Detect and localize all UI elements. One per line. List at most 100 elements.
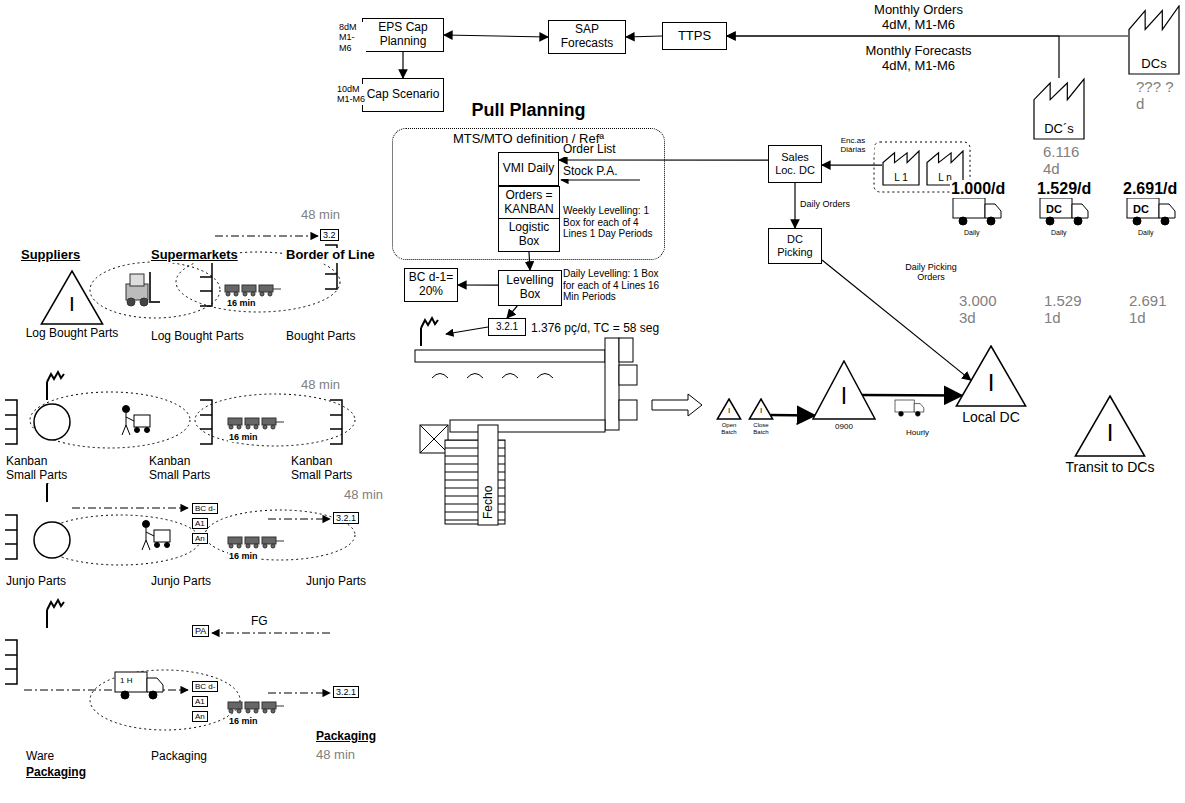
note-label: 16 min	[228, 432, 259, 442]
note-label: 3.000 3d	[958, 292, 1005, 327]
flow-arrow	[822, 165, 882, 166]
note-label: Junjo Parts	[5, 575, 67, 589]
kanban-slot: BC d-	[192, 503, 218, 514]
flow-arrow	[458, 284, 498, 285]
triangle-caption: Close Batch	[746, 422, 776, 436]
process-box: DC Picking	[768, 228, 822, 264]
note-label: Suppliers	[20, 248, 81, 263]
box-label: BC d-1= 20%	[408, 271, 454, 299]
note-label: Packaging	[150, 750, 208, 764]
note-label: 16 min	[226, 298, 257, 308]
note-label: Daily	[1137, 229, 1155, 237]
inventory-triangle: I Open Batch	[714, 398, 744, 434]
note-label: Daily	[963, 229, 981, 237]
note-label: 8dM M1-M6	[338, 22, 366, 53]
box-text-wrap: DC Picking	[769, 233, 821, 258]
factory-shape	[1129, 6, 1179, 74]
inventory-mark: I	[18, 293, 126, 314]
box-label: Levelling Box	[502, 274, 558, 302]
note-label: Monthly Forecasts 4dM, M1-M6	[860, 44, 977, 74]
note-label: Ware	[25, 750, 55, 764]
process-box: Cap Scenario	[362, 78, 444, 112]
edge-label: Daily Orders	[799, 199, 851, 209]
kanban-slot: An	[192, 533, 208, 544]
kanban-slot: 3.2	[320, 229, 339, 241]
inventory-mark: I	[1055, 421, 1165, 445]
process-box: VMI Daily	[498, 152, 559, 186]
note-label: FG	[250, 615, 269, 629]
box-text-wrap: 3.2.1	[493, 321, 521, 333]
factory-icon: DC´s	[1033, 78, 1085, 140]
note-label: Junjo Parts	[150, 575, 212, 589]
note-label: 48 min	[300, 378, 341, 393]
factory-label: DCs	[1128, 57, 1180, 72]
process-box: BC d-1= 20%	[404, 268, 458, 302]
kanban-slot: 3.2.1	[333, 512, 359, 524]
factory-shape	[1034, 79, 1084, 139]
triangle-caption: 0900	[812, 422, 876, 431]
note-label: Packaging	[315, 730, 377, 744]
note-label: 1.529 1d	[1043, 292, 1090, 327]
triangle-shape	[813, 361, 875, 419]
edge-label: Order List	[562, 143, 617, 157]
note-label: Weekly Levelling: 1 Box for each of 4 Li…	[562, 205, 662, 240]
flow-arrow	[794, 183, 795, 228]
inventory-mark: I	[714, 407, 744, 415]
process-box: TTPS	[662, 22, 727, 50]
note-label: Log Bought Parts	[150, 330, 245, 344]
factory-shape	[883, 151, 919, 185]
box-label: Logistic Box	[502, 221, 556, 249]
flow-arrow	[626, 36, 662, 37]
box-text-wrap: TTPS	[675, 29, 714, 44]
kanban-slot: A1	[192, 518, 208, 529]
box-text-wrap: Orders = KANBAN	[499, 189, 559, 217]
inventory-triangle: ILocal DC	[945, 345, 1037, 435]
kanban-slot: A1	[192, 696, 208, 707]
box-label: DC Picking	[772, 233, 818, 258]
box-text-wrap: BC d-1= 20%	[405, 271, 457, 299]
note-label: Packaging	[25, 766, 87, 780]
inventory-mark: I	[945, 371, 1037, 395]
factory-label: DC´s	[1033, 122, 1085, 137]
note-label: Bought Parts	[285, 330, 356, 344]
note-label: Kanban Small Parts	[5, 455, 69, 483]
process-box: EPS Cap Planning	[362, 18, 444, 52]
box-text-wrap: VMI Daily	[500, 162, 557, 176]
kanban-slot: BC d-	[192, 681, 218, 692]
note-label: Junjo Parts	[305, 575, 367, 589]
flow-arrow	[862, 394, 962, 397]
note-label: 2.691 1d	[1128, 292, 1175, 327]
box-label: SAP Forecasts	[552, 23, 622, 51]
box-label: Cap Scenario	[367, 88, 440, 102]
box-label: Orders = KANBAN	[502, 189, 556, 217]
kanban-slot: An	[192, 711, 208, 722]
kanban-slot: 3.2.1	[333, 686, 359, 698]
box-text-wrap: SAP Forecasts	[549, 23, 625, 51]
note-label: 1.529/d	[1036, 180, 1092, 198]
kanban-slot: PA	[192, 625, 209, 637]
triangle-caption: Open Batch	[714, 422, 744, 436]
edge-label: Daily Picking Orders	[900, 262, 962, 283]
box-text-wrap: EPS Cap Planning	[363, 21, 443, 49]
note-label: ??? ?d	[1135, 78, 1177, 113]
note-label: Hourly	[905, 428, 930, 437]
factory-label: L 1	[882, 172, 920, 184]
note-label: 48 min	[300, 208, 341, 223]
box-label: EPS Cap Planning	[366, 21, 440, 49]
box-label: TTPS	[678, 29, 711, 44]
triangle-caption: Log Bought Parts	[18, 327, 126, 341]
note-label: 48 min	[315, 748, 356, 763]
process-box: Orders = KANBAN	[498, 186, 560, 220]
flow-arrow	[444, 35, 548, 37]
inventory-mark: I	[812, 385, 876, 408]
inventory-mark: I	[746, 407, 776, 415]
kanban-post: 3.2.1	[488, 318, 526, 336]
note-label: Daily	[1050, 229, 1068, 237]
flow-arrow	[559, 159, 768, 160]
inventory-triangle: I Log Bought Parts	[18, 270, 126, 358]
flow-arrow	[771, 414, 815, 417]
process-box: Levelling Box	[498, 270, 562, 306]
inventory-triangle: ITransit to DCs	[1055, 395, 1165, 487]
process-box: Sales Loc. DC	[768, 145, 822, 183]
